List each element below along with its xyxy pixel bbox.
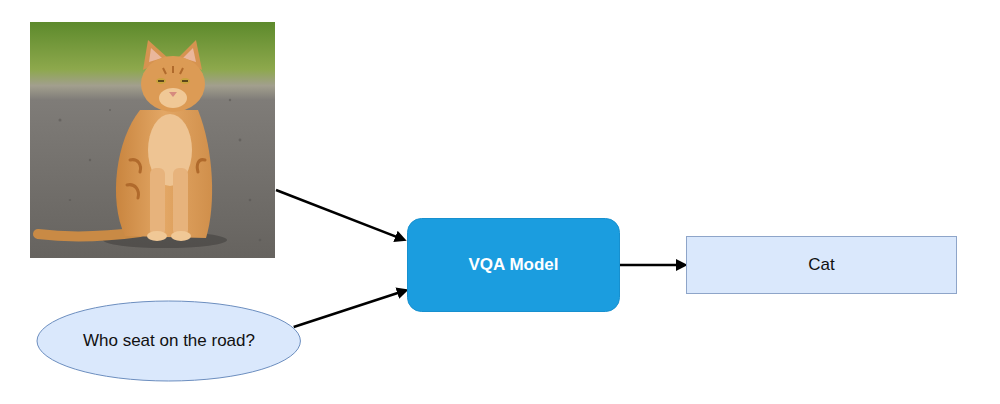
- box-shape: [687, 237, 957, 294]
- cat-paw: [147, 231, 167, 241]
- cat-paw: [171, 231, 191, 241]
- arrow-connector: [620, 264, 677, 267]
- cat-leg: [173, 168, 188, 236]
- box-shape: [408, 219, 620, 312]
- node-label: Cat: [808, 255, 834, 275]
- cat-pupil: [158, 80, 188, 82]
- arrow-connector: [294, 293, 399, 327]
- cat-stripes: [127, 160, 205, 198]
- node-label: VQA Model: [468, 255, 558, 275]
- node-label: Who seat on the road?: [83, 331, 255, 351]
- ellipse-shape: [37, 301, 300, 381]
- cat-nose: [169, 92, 177, 97]
- photo-background: [30, 22, 275, 258]
- cat-head: [141, 56, 205, 112]
- question-ellipse: Who seat on the road?: [36, 300, 301, 382]
- cat-forehead-stripes: [163, 66, 183, 74]
- cat-body: [116, 110, 212, 238]
- cat-leg: [150, 168, 165, 236]
- model-box: VQA Model: [407, 218, 620, 312]
- road-speckles: [59, 99, 262, 242]
- image-input-arrow: [276, 190, 397, 237]
- answer-box: Cat: [686, 236, 957, 294]
- cat-photo: [30, 22, 275, 258]
- cat-muzzle: [159, 88, 187, 108]
